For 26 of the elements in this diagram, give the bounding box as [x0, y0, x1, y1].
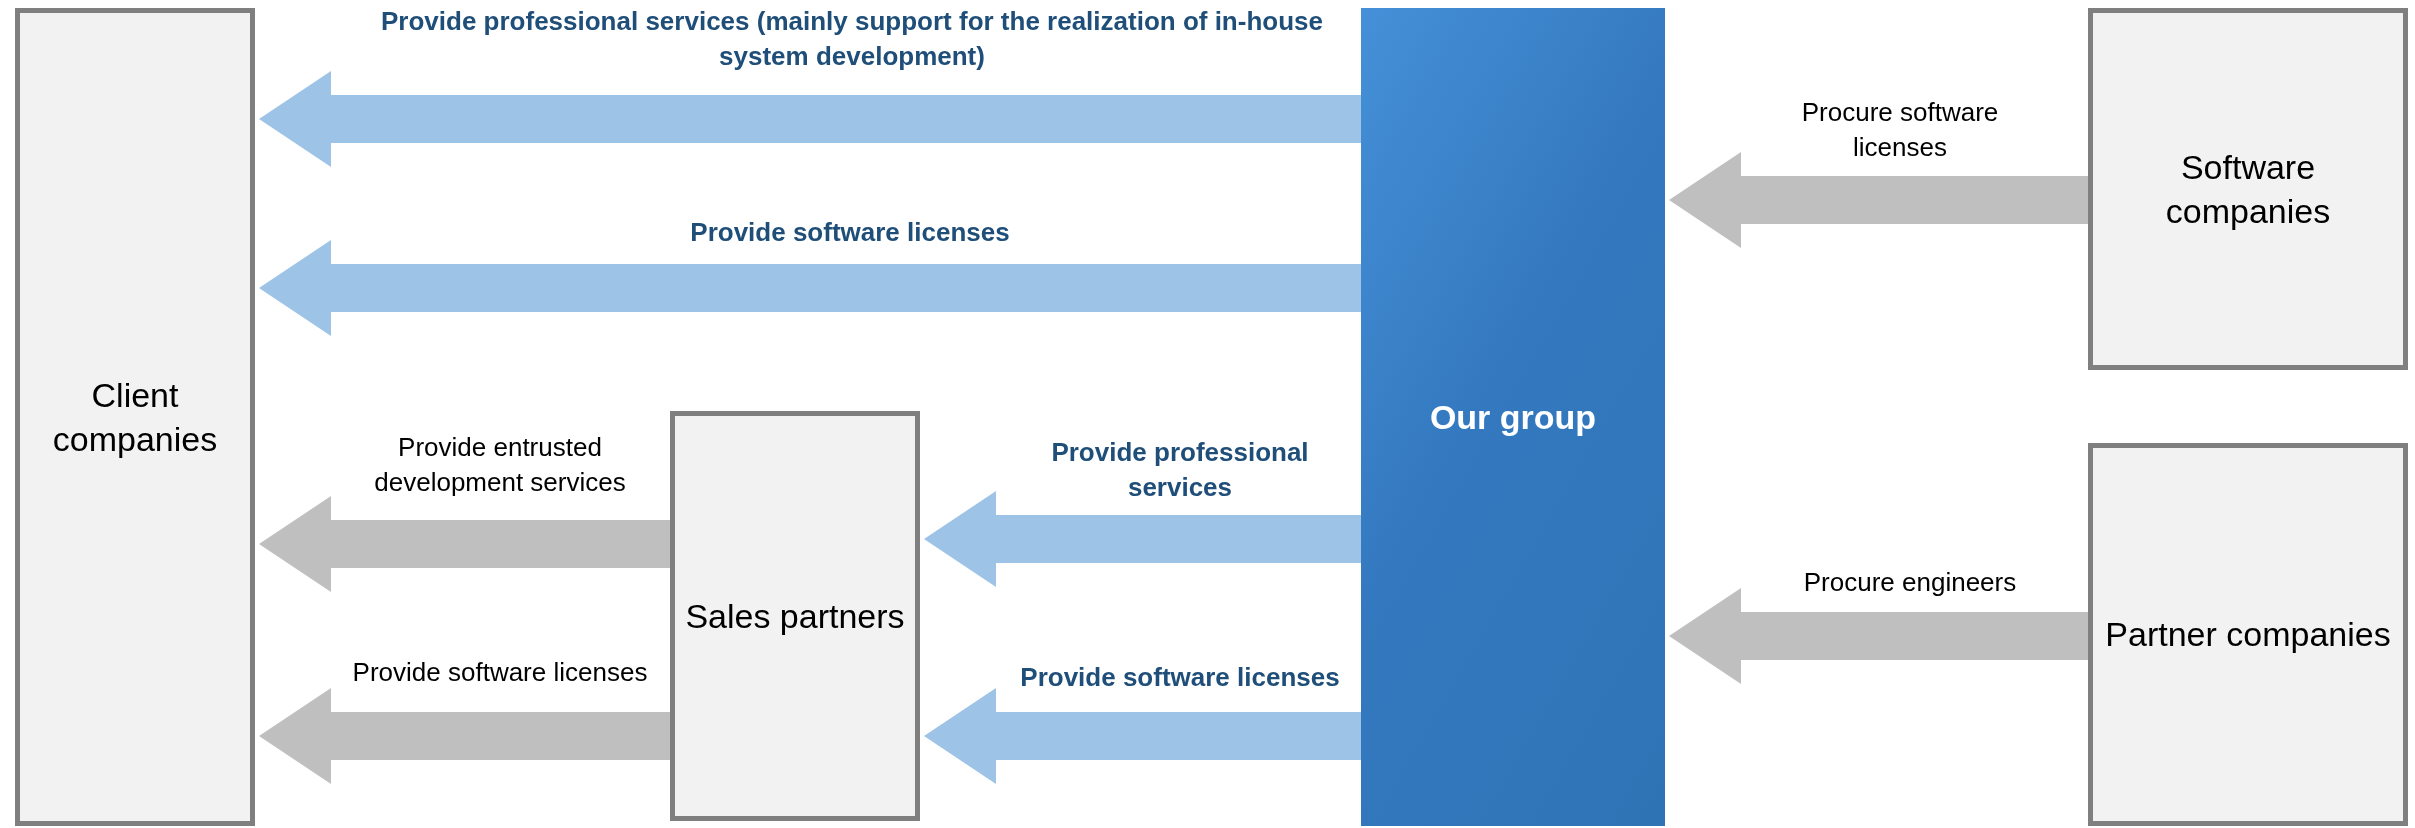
- node-label: Software companies: [2164, 146, 2332, 232]
- node-label: Client companies: [51, 374, 219, 460]
- edge-label: Provide software licenses: [689, 215, 1011, 249]
- edge-label: Provide professional services (mainly support for the realization of in-house system development): [380, 4, 1324, 73]
- edge-label: Provide professional services: [1050, 435, 1310, 504]
- edge-label: Provide software licenses: [351, 655, 649, 689]
- block-arrow: [259, 240, 1361, 336]
- node-label: Partner companies: [2105, 614, 2391, 656]
- entity-box: [2088, 443, 2408, 826]
- block-arrow: [259, 71, 1361, 167]
- entity-box: [2088, 8, 2408, 370]
- edge-label: Provide entrusted development services: [373, 430, 627, 499]
- node-label: Our group: [1429, 397, 1597, 437]
- edge-label: Procure software licenses: [1800, 95, 2000, 164]
- group-box: [1361, 8, 1665, 826]
- entity-box: [15, 8, 255, 826]
- block-arrow: [924, 688, 1361, 784]
- block-arrow: [259, 496, 670, 592]
- block-arrow: [1669, 152, 2088, 248]
- block-arrow: [259, 688, 670, 784]
- edge-label: Procure engineers: [1802, 565, 2018, 599]
- block-arrow: [924, 491, 1361, 587]
- edge-label: Provide software licenses: [1019, 660, 1341, 694]
- node-label: Sales partners: [685, 595, 905, 637]
- entity-box: [670, 411, 920, 821]
- block-arrow: [1669, 588, 2088, 684]
